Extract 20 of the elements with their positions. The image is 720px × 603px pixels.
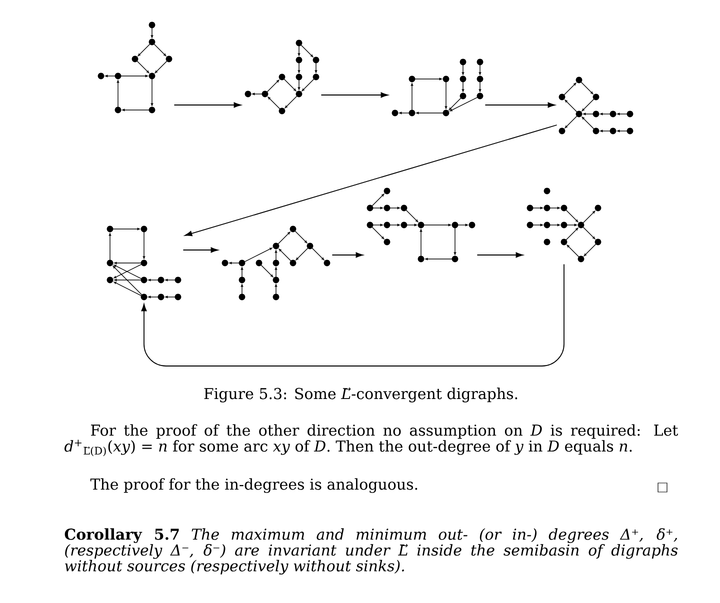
arrow (484, 102, 556, 108)
arrow (182, 247, 218, 253)
arrow (141, 264, 564, 366)
arrow (476, 252, 524, 258)
digraph-drawing (222, 226, 330, 300)
digraph-drawing (526, 188, 602, 262)
arrow (332, 252, 364, 258)
figure-caption: Figure 5.3: Some L⃗-convergent digraphs. (204, 388, 518, 402)
digraph-drawing (558, 76, 634, 134)
paragraph: The proof for the in-degrees is analoguous. (90, 478, 418, 493)
arrow (184, 124, 558, 236)
digraph-drawing (392, 58, 484, 116)
digraph-drawing (366, 188, 476, 262)
digraph-drawing (244, 40, 320, 114)
paragraph: Corollary 5.7 The maximum and minimum out- (or in-) degrees Δ⁺, δ⁺, (respectively Δ⁻, δ⁻) are invariant under L⃗ inside the semibasin of digraphs without sources (respectively without sinks). (64, 528, 678, 575)
arrow (320, 92, 388, 98)
arrow (174, 102, 242, 108)
digraph-drawing (106, 226, 182, 300)
digraph-drawing (98, 22, 172, 114)
paragraph: For the proof of the other direction no assumption on D is required: Let d$^{+}$$_{L⃗(D)}$(xy) = n for some arc xy of D. Then the out-degree of y in D equals n. (64, 424, 678, 456)
